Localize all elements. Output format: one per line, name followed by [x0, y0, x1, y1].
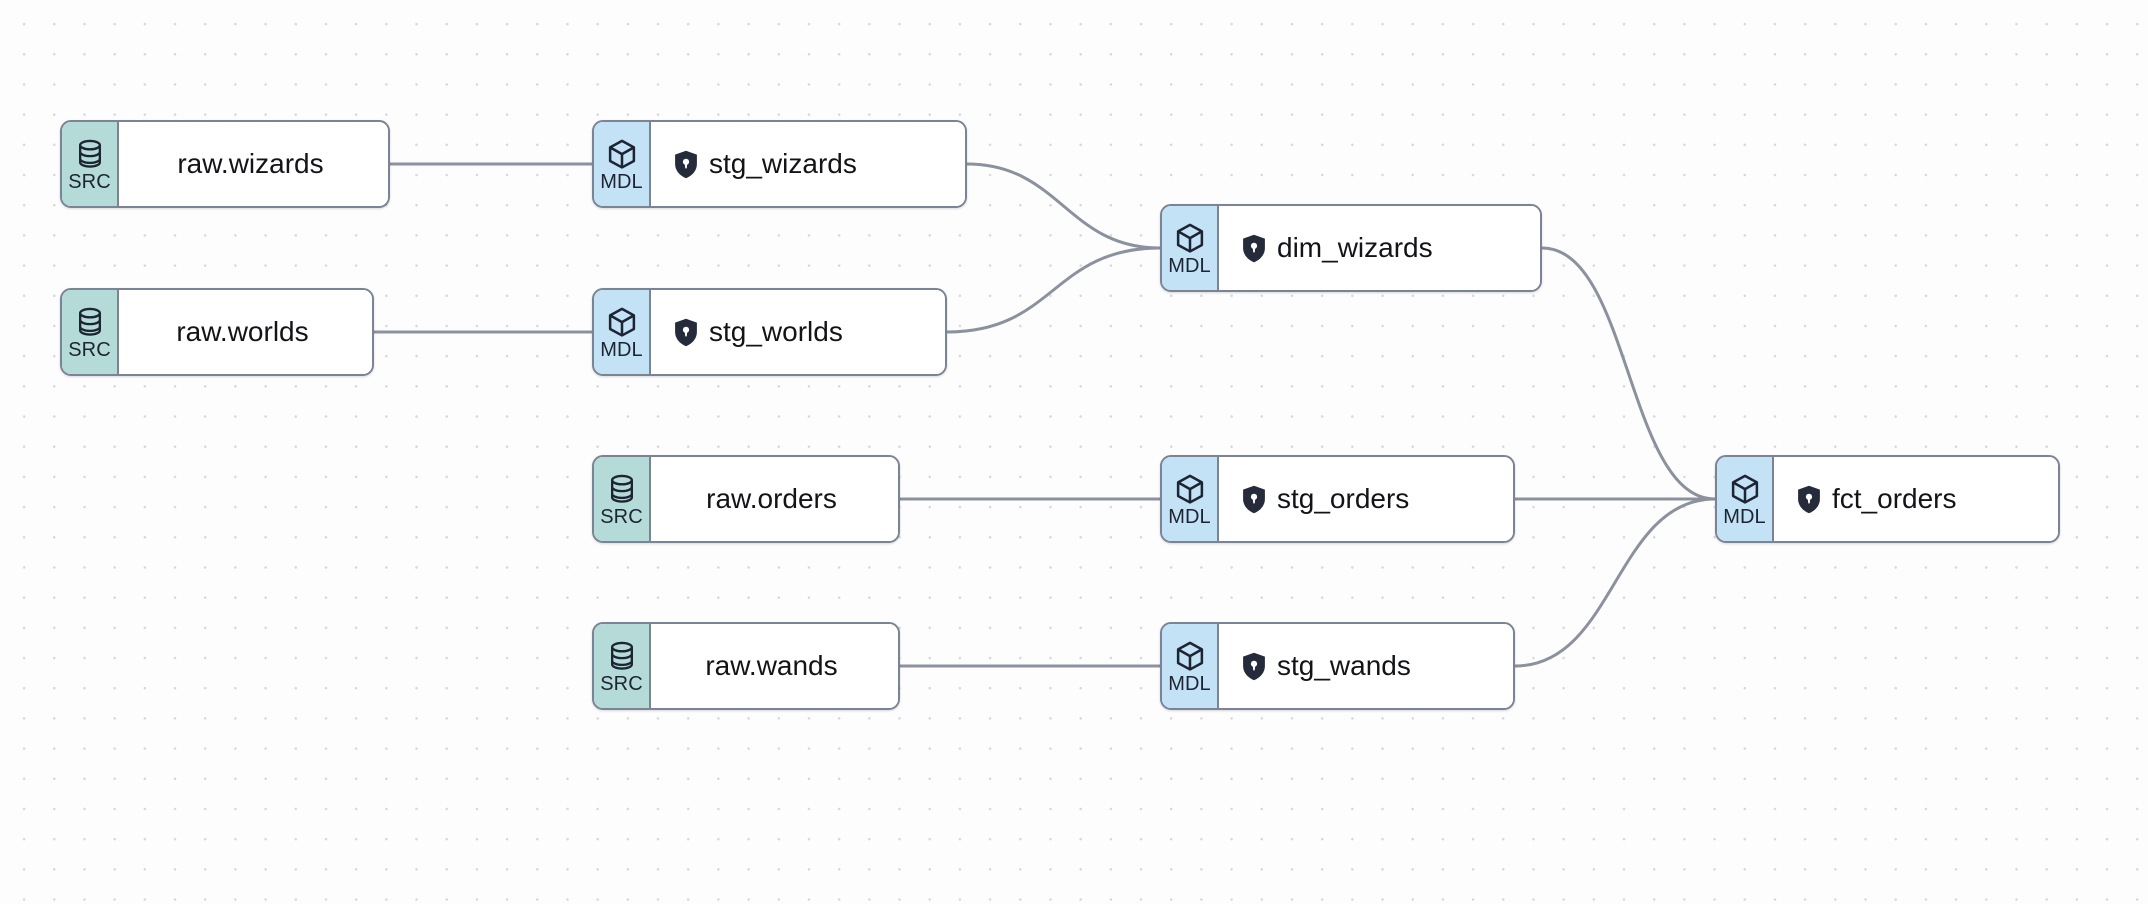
node-body: stg_wands — [1219, 624, 1513, 708]
node-badge-mdl: MDL — [1162, 624, 1219, 708]
badge-label: MDL — [600, 171, 643, 193]
node-badge-mdl: MDL — [1717, 457, 1774, 541]
badge-label: SRC — [600, 505, 643, 528]
shield-lock-icon — [1796, 485, 1822, 514]
node-badge-mdl: MDL — [1162, 457, 1219, 541]
node-badge-src: SRC — [594, 624, 651, 708]
node-raw-worlds[interactable]: SRC raw.worlds — [60, 288, 374, 376]
cube-icon — [1729, 473, 1761, 506]
node-title: raw.orders — [706, 483, 837, 514]
badge-label: SRC — [68, 170, 111, 193]
badge-label: MDL — [600, 339, 643, 361]
node-body: stg_worlds — [651, 290, 945, 374]
cube-icon — [1174, 640, 1206, 673]
node-body: stg_wizards — [651, 122, 965, 206]
node-body: raw.worlds — [119, 290, 372, 374]
edge-stg-worlds-to-dim-wizards — [945, 246, 1162, 334]
node-title: fct_orders — [1832, 483, 1957, 514]
shield-lock-icon — [1241, 234, 1267, 263]
node-raw-wands[interactable]: SRC raw.wands — [592, 622, 900, 710]
node-badge-mdl: MDL — [594, 290, 651, 374]
shield-lock-icon — [673, 318, 699, 347]
node-badge-mdl: MDL — [1162, 206, 1219, 290]
node-body: raw.wizards — [119, 122, 388, 206]
node-stg-wands[interactable]: MDL stg_wands — [1160, 622, 1515, 710]
badge-label: MDL — [1168, 673, 1211, 695]
database-icon — [607, 641, 637, 673]
node-body: fct_orders — [1774, 457, 2058, 541]
node-body: raw.wands — [651, 624, 898, 708]
node-title: raw.wands — [705, 650, 838, 681]
node-title: stg_wizards — [709, 148, 857, 179]
node-stg-wizards[interactable]: MDL stg_wizards — [592, 120, 967, 208]
shield-lock-icon — [1241, 485, 1267, 514]
node-badge-src: SRC — [62, 290, 119, 374]
edge-stg-wizards-to-dim-wizards — [965, 162, 1162, 250]
cube-icon — [1174, 222, 1206, 255]
node-body: raw.orders — [651, 457, 898, 541]
edge-dim-wizards-to-fct-orders — [1540, 246, 1717, 501]
node-stg-orders[interactable]: MDL stg_orders — [1160, 455, 1515, 543]
badge-label: MDL — [1168, 506, 1211, 528]
node-body: stg_orders — [1219, 457, 1513, 541]
shield-lock-icon — [1241, 652, 1267, 681]
node-dim-wizards[interactable]: MDL dim_wizards — [1160, 204, 1542, 292]
cube-icon — [606, 138, 638, 171]
node-raw-wizards[interactable]: SRC raw.wizards — [60, 120, 390, 208]
node-title: dim_wizards — [1277, 232, 1433, 263]
node-raw-orders[interactable]: SRC raw.orders — [592, 455, 900, 543]
shield-lock-icon — [673, 150, 699, 179]
badge-label: SRC — [600, 672, 643, 695]
database-icon — [607, 474, 637, 506]
node-title: stg_orders — [1277, 483, 1410, 514]
node-badge-src: SRC — [594, 457, 651, 541]
node-badge-mdl: MDL — [594, 122, 651, 206]
cube-icon — [1174, 473, 1206, 506]
node-badge-src: SRC — [62, 122, 119, 206]
node-title: stg_wands — [1277, 650, 1411, 681]
node-title: raw.worlds — [176, 316, 309, 347]
badge-label: MDL — [1168, 255, 1211, 277]
node-body: dim_wizards — [1219, 206, 1540, 290]
badge-label: MDL — [1723, 506, 1766, 528]
database-icon — [75, 139, 105, 171]
cube-icon — [606, 306, 638, 339]
edge-stg-wands-to-fct-orders — [1513, 497, 1717, 668]
node-fct-orders[interactable]: MDL fct_orders — [1715, 455, 2060, 543]
node-stg-worlds[interactable]: MDL stg_worlds — [592, 288, 947, 376]
node-title: raw.wizards — [177, 148, 324, 179]
database-icon — [75, 307, 105, 339]
badge-label: SRC — [68, 338, 111, 361]
node-title: stg_worlds — [709, 316, 843, 347]
